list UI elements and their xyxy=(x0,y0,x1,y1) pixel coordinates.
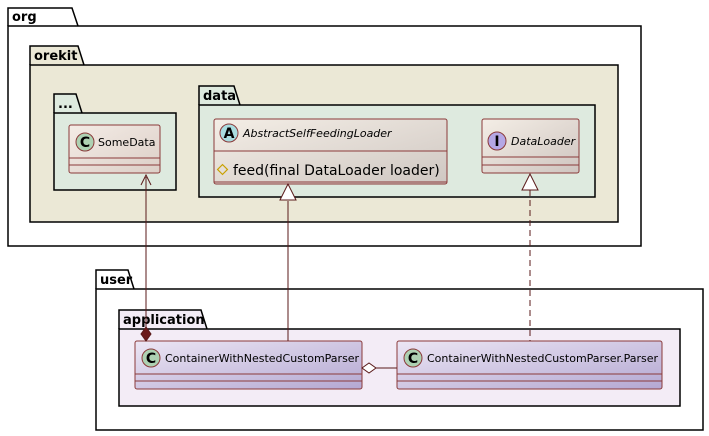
abstract-kind-icon xyxy=(219,123,239,143)
package-application-label: application xyxy=(123,313,205,328)
class-name: DataLoader xyxy=(511,135,577,148)
relation-composition xyxy=(140,173,152,342)
composition-diamond xyxy=(140,326,152,342)
class-name: SomeData xyxy=(98,136,155,149)
interface-kind-icon xyxy=(487,131,507,151)
class-kind-icon xyxy=(75,132,95,152)
package-orekit-label: orekit xyxy=(34,49,77,64)
class-kind-icon xyxy=(403,348,423,368)
class-kind-letter: I xyxy=(494,134,499,150)
aggregation-diamond xyxy=(361,362,377,374)
class-member: feed(final DataLoader loader) xyxy=(233,163,440,179)
inheritance-triangle xyxy=(279,182,297,201)
class-name: ContainerWithNestedCustomParser xyxy=(165,352,360,365)
package-user-label: user xyxy=(100,273,133,288)
class-dataloader[interactable]: I DataLoader xyxy=(481,118,580,174)
package-org-label: org xyxy=(12,10,37,25)
relation-aggregation xyxy=(361,362,397,374)
class-kind-letter: C xyxy=(408,351,418,367)
class-somedata[interactable]: C SomeData xyxy=(68,124,161,174)
arrow-head xyxy=(140,173,152,186)
class-name: AbstractSelfFeedingLoader xyxy=(242,127,393,140)
class-kind-letter: C xyxy=(146,351,156,367)
package-ellipsis-label: ... xyxy=(58,97,73,112)
class-abstractselffeedingloader[interactable]: A AbstractSelfFeedingLoader feed(final D… xyxy=(213,118,448,185)
class-kind-letter: A xyxy=(224,126,235,142)
realization-triangle xyxy=(521,172,539,191)
class-containerwithnestedcustomparser[interactable]: C ContainerWithNestedCustomParser xyxy=(134,340,363,390)
relation-extends xyxy=(279,182,297,341)
class-parser[interactable]: C ContainerWithNestedCustomParser.Parser xyxy=(396,340,663,390)
protected-visibility-icon xyxy=(216,163,229,176)
package-data-label: data xyxy=(203,89,236,104)
class-kind-icon xyxy=(141,348,161,368)
relation-implements xyxy=(521,172,539,341)
class-kind-letter: C xyxy=(80,135,90,151)
class-name: ContainerWithNestedCustomParser.Parser xyxy=(427,352,658,365)
